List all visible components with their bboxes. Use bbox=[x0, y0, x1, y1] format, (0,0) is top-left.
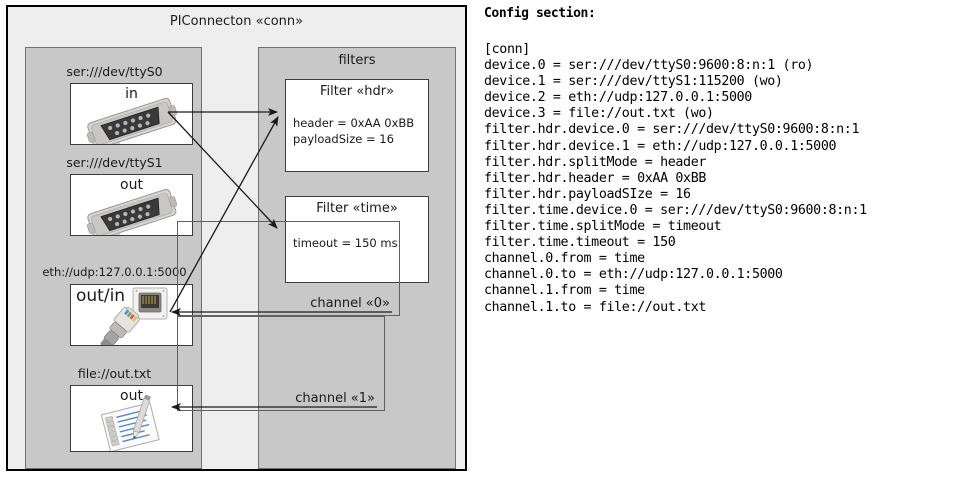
device-box-label: in bbox=[125, 86, 138, 102]
device-label-file: file://out.txt bbox=[77, 366, 152, 381]
filters-panel-title: filters bbox=[338, 53, 376, 68]
channel-label: channel «1» bbox=[295, 391, 375, 406]
serial-db9-connector-icon bbox=[71, 84, 192, 144]
config-section-text: [conn] device.0 = ser:///dev/ttyS0:9600:… bbox=[484, 42, 867, 315]
connector-outer-frame: PIConnecton «conn» ser:///dev/ttyS0 in bbox=[6, 5, 467, 471]
device-box-label: out/in bbox=[76, 286, 126, 306]
page-title: PIConnecton «conn» bbox=[169, 14, 304, 29]
device-box-label: out bbox=[120, 177, 143, 193]
device-label-eth: eth://udp:127.0.0.1:5000 bbox=[42, 265, 187, 279]
filter-prop-header: header = 0xAA 0xBB bbox=[293, 116, 415, 130]
devices-panel: ser:///dev/ttyS0 in bbox=[25, 47, 202, 469]
text-document-pencil-icon bbox=[71, 386, 192, 451]
filter-prop-payloadsize: payloadSize = 16 bbox=[293, 132, 394, 146]
filter-title: Filter «hdr» bbox=[319, 84, 395, 99]
filter-box-time: Filter «time» timeout = 150 ms bbox=[285, 196, 429, 283]
device-box-file-out: out bbox=[70, 385, 193, 452]
filter-box-hdr: Filter «hdr» header = 0xAA 0xBB payloadS… bbox=[285, 79, 429, 172]
channel-box-1: channel «1» bbox=[177, 316, 385, 411]
filters-panel: filters Filter «hdr» header = 0xAA 0xBB … bbox=[258, 47, 456, 469]
filter-prop-timeout: timeout = 150 ms bbox=[293, 236, 398, 250]
config-area: Config section: [conn] device.0 = ser://… bbox=[478, 0, 964, 484]
device-box-ser1-out: out bbox=[70, 174, 193, 236]
channel-box-0: channel «0» bbox=[177, 221, 400, 316]
device-box-eth-outin: out/in bbox=[70, 284, 193, 346]
device-label-ser1: ser:///dev/ttyS1 bbox=[66, 155, 163, 170]
device-box-ser0-in: in bbox=[70, 83, 193, 145]
channel-label: channel «0» bbox=[310, 296, 390, 311]
config-section-heading: Config section: bbox=[484, 6, 596, 21]
diagram-area: PIConnecton «conn» ser:///dev/ttyS0 in bbox=[0, 0, 478, 484]
device-box-label: out bbox=[120, 388, 143, 404]
ethernet-rj45-jack-icon bbox=[71, 285, 192, 345]
device-label-ser0: ser:///dev/ttyS0 bbox=[66, 64, 163, 79]
filter-title: Filter «time» bbox=[316, 201, 398, 216]
